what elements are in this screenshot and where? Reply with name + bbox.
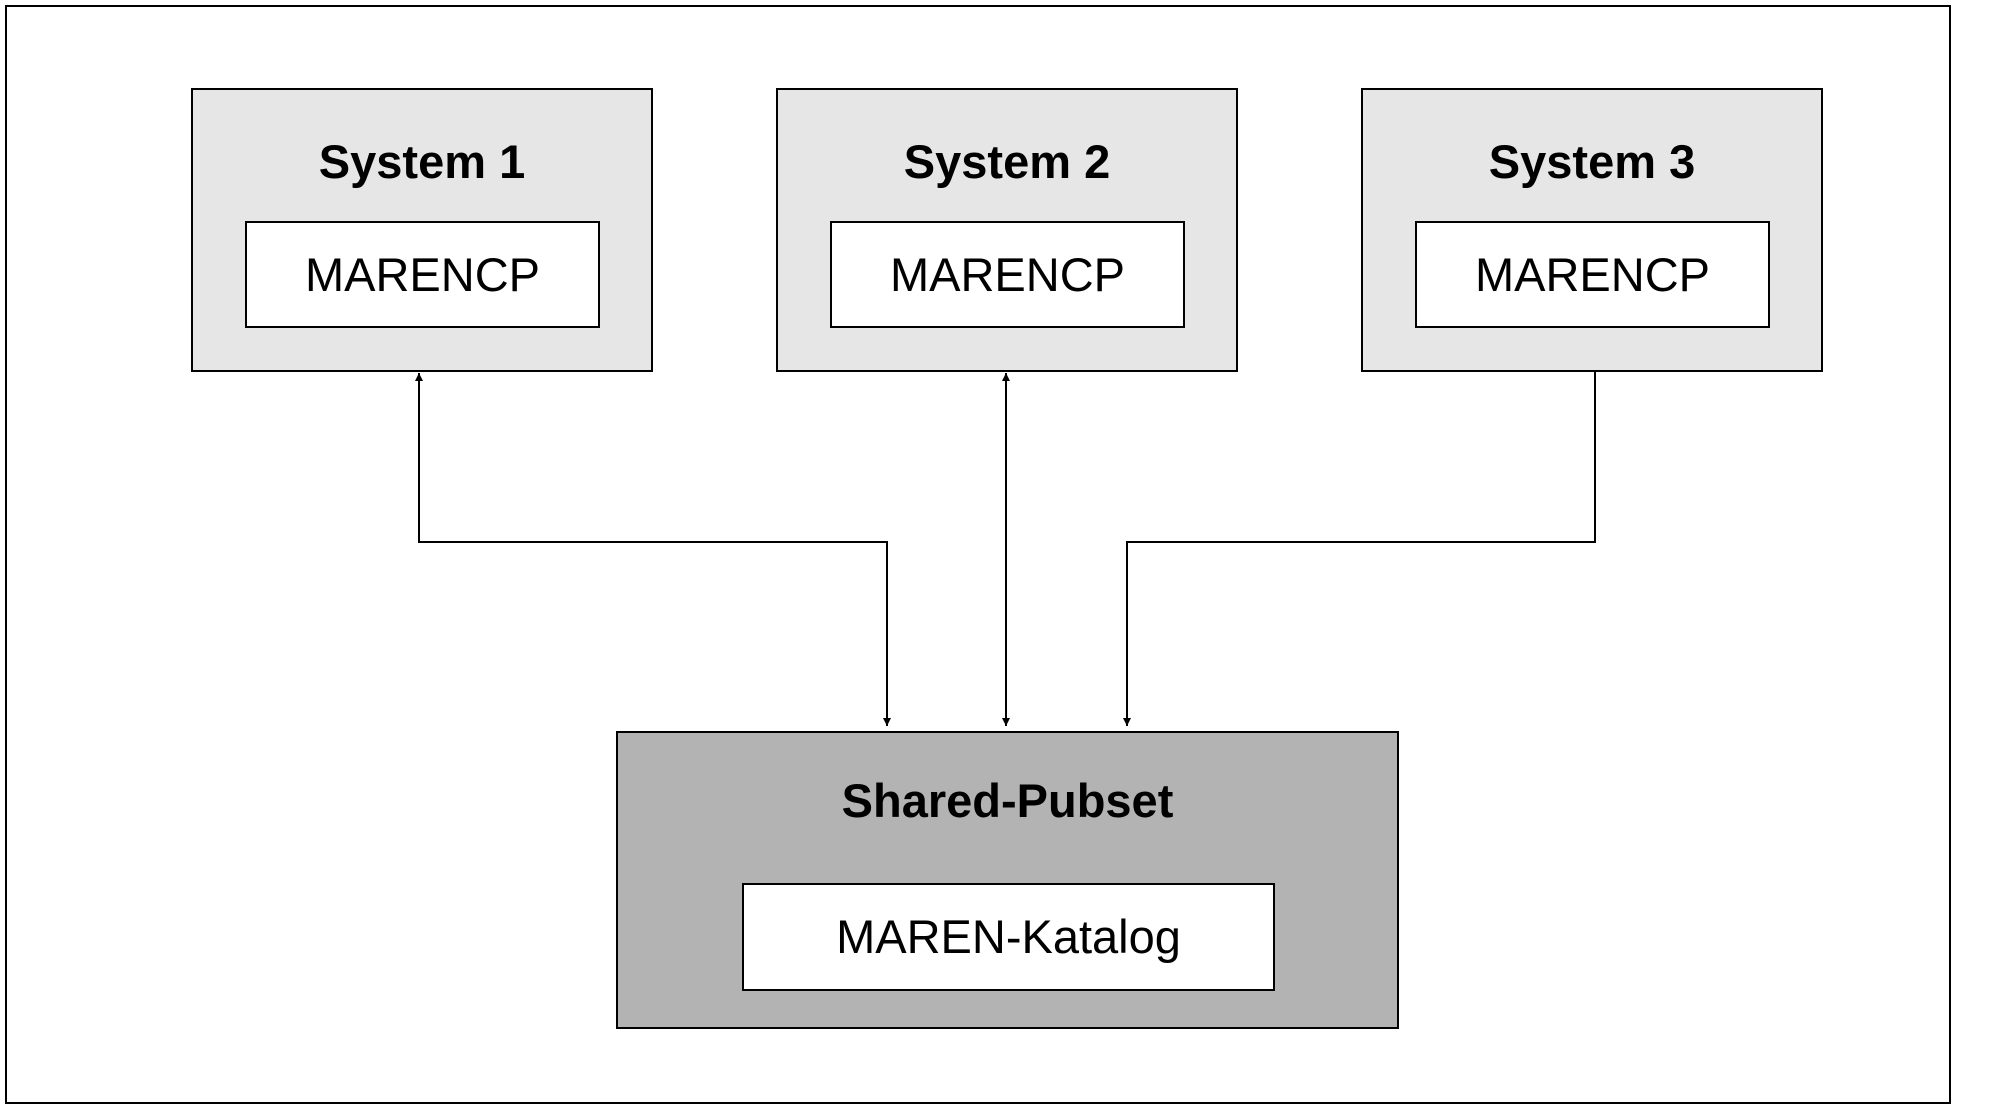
system-2-marencp: MARENCP bbox=[830, 221, 1185, 328]
system-1-marencp: MARENCP bbox=[245, 221, 600, 328]
shared-pubset-box: Shared-Pubset MAREN-Katalog bbox=[616, 731, 1399, 1029]
connector-system-3 bbox=[1123, 372, 1596, 726]
system-3-box: System 3 MARENCP bbox=[1361, 88, 1823, 372]
system-1-box: System 1 MARENCP bbox=[191, 88, 653, 372]
system-1-title: System 1 bbox=[318, 135, 526, 188]
maren-katalog-box: MAREN-Katalog bbox=[742, 883, 1275, 991]
system-2-title: System 2 bbox=[903, 135, 1111, 188]
shared-pubset-title: Shared-Pubset bbox=[841, 774, 1174, 827]
system-3-title: System 3 bbox=[1488, 135, 1696, 188]
connector-system-1 bbox=[415, 373, 891, 726]
system-2-box: System 2 MARENCP bbox=[776, 88, 1238, 372]
system-3-marencp: MARENCP bbox=[1415, 221, 1770, 328]
